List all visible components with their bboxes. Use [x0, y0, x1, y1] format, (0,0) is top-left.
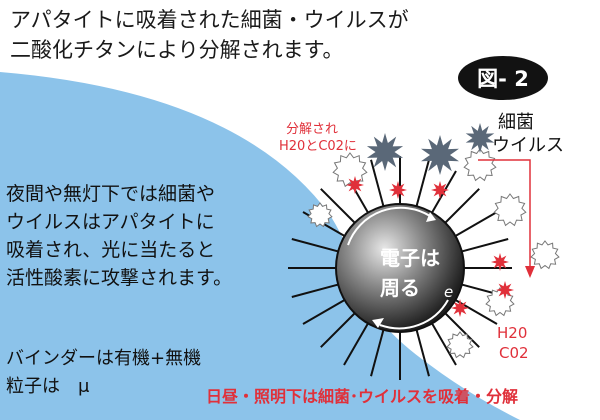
electron-label-2: 周る	[380, 276, 420, 300]
spike-ray	[302, 299, 346, 325]
active-oxygen-icon	[491, 253, 509, 271]
bacteria-outline-group	[307, 148, 560, 359]
binder-text-1: バインダーは有機+無機	[6, 348, 202, 369]
spike-ray	[454, 211, 498, 237]
spike-ray	[444, 188, 480, 224]
spike-ray	[320, 188, 356, 224]
bacteria-outline-icon	[446, 331, 474, 359]
decomposition-label-2: H20とC02に	[279, 139, 357, 154]
spike-ray	[415, 329, 430, 377]
bacteria-outline-icon	[307, 202, 333, 228]
active-oxygen-icon	[451, 299, 469, 317]
arrow-down-icon	[478, 159, 531, 268]
title-line-1: アパタイトに吸着された細菌・ウイルスが	[10, 8, 409, 32]
bottom-caption: 日昼・照明下は細菌･ウイルスを吸着・分解	[206, 387, 519, 406]
bacteria-outline-icon	[463, 148, 497, 182]
body-text-line-2: ウイルスはアパタイトに	[6, 211, 215, 233]
active-oxygen-icon	[496, 281, 514, 299]
bacteria-outline-icon	[493, 193, 527, 227]
virus-icon	[366, 133, 404, 171]
spike-ray	[431, 322, 457, 366]
active-oxygen-icon	[346, 176, 364, 194]
body-text-line-1: 夜間や無灯下では細菌や	[6, 183, 216, 205]
active-oxygen-icon	[389, 181, 407, 199]
body-text-line-4: 活性酸素に攻撃されます。	[6, 267, 233, 289]
decomposition-label-1: 分解され	[286, 122, 339, 137]
virus-icon	[465, 123, 495, 153]
germ-label-2: ウイルス	[492, 135, 564, 156]
coating-layer	[0, 72, 520, 420]
bacteria-outline-icon	[485, 287, 515, 317]
sphere-icon	[335, 203, 465, 333]
figure-badge: 図- 2	[458, 56, 548, 100]
spike-ray	[461, 238, 509, 253]
spike-ray	[415, 159, 430, 207]
h2o-label: H20	[497, 324, 528, 342]
spike-ray	[370, 329, 385, 377]
virus-group	[366, 123, 495, 175]
spike-ray	[343, 322, 369, 366]
electron-label-1: 電子は	[380, 246, 440, 270]
spike-rays	[288, 156, 512, 380]
spike-ray	[444, 312, 480, 348]
co2-label: C02	[499, 344, 529, 362]
title-line-2: 二酸化チタンにより分解されます。	[10, 38, 344, 62]
spike-ray	[320, 312, 356, 348]
electron-orbit	[347, 206, 431, 246]
spike-ray	[431, 170, 457, 214]
electron-symbol: e	[444, 283, 454, 301]
spike-ray	[291, 238, 339, 253]
active-oxygen-icon	[431, 181, 449, 199]
bacteria-outline-icon	[530, 240, 560, 270]
bacteria-outline-icon	[332, 152, 368, 188]
binder-text-2: 粒子は μ	[6, 376, 90, 397]
virus-icon	[421, 135, 459, 175]
body-text-line-3: 吸着され、光に当たると	[6, 239, 216, 261]
spike-ray	[370, 159, 385, 207]
germ-label-1: 細菌	[498, 112, 534, 133]
active-oxygen-group	[346, 176, 514, 317]
spike-ray	[291, 283, 339, 298]
